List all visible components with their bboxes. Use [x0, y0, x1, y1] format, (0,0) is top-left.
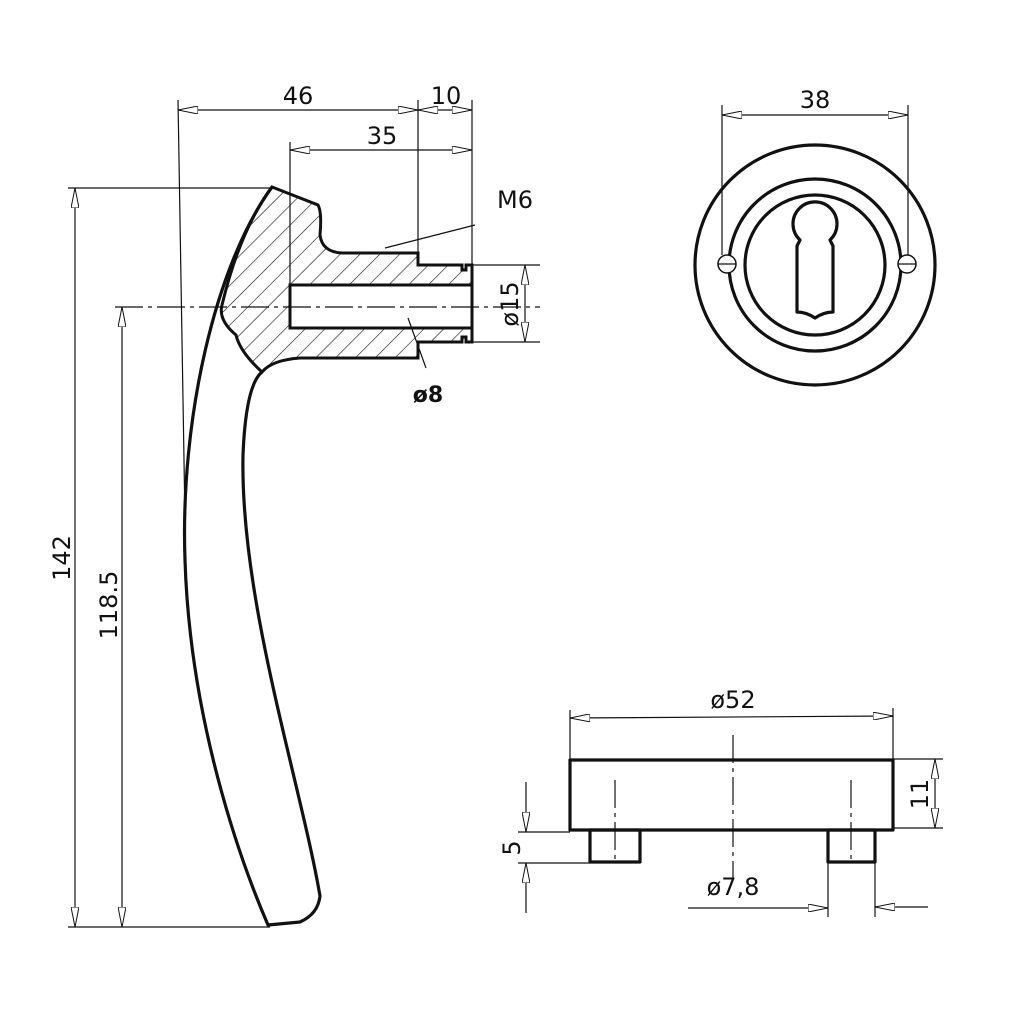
screw-right-icon [897, 254, 917, 274]
handle-head-section [219, 185, 474, 375]
rosette-cover-circle [743, 193, 887, 337]
dimension-d52 [570, 716, 893, 718]
handle-lever-outline [182, 186, 322, 927]
label-142: 142 [48, 535, 76, 581]
rosette-outer-circle [693, 143, 937, 387]
label-38: 38 [800, 86, 831, 114]
rosette-body [568, 758, 895, 832]
label-d7-8: ø7,8 [707, 873, 760, 901]
screw-left-icon [717, 254, 737, 274]
label-11: 11 [906, 779, 934, 810]
keyhole-icon [791, 200, 839, 320]
rosette-side-view: ø52 11 5 ø7,8 [498, 686, 943, 917]
label-46: 46 [283, 82, 314, 110]
rosette-front-view: 38 [693, 86, 937, 387]
extension-line [177, 99, 186, 521]
label-d8: ø8 [413, 383, 443, 408]
rosette-inner-circle [727, 177, 903, 353]
label-35: 35 [367, 122, 398, 150]
label-d15: ø15 [496, 281, 524, 326]
label-10: 10 [431, 82, 462, 110]
d8-leader [407, 317, 427, 369]
m6-leader [384, 224, 476, 249]
label-118-5: 118.5 [95, 571, 123, 640]
label-m6: M6 [497, 186, 533, 214]
label-5: 5 [498, 840, 526, 855]
label-d52: ø52 [710, 686, 755, 714]
handle-side-view: 46 10 35 M6 ø15 ø8 142 118.5 [48, 82, 540, 928]
